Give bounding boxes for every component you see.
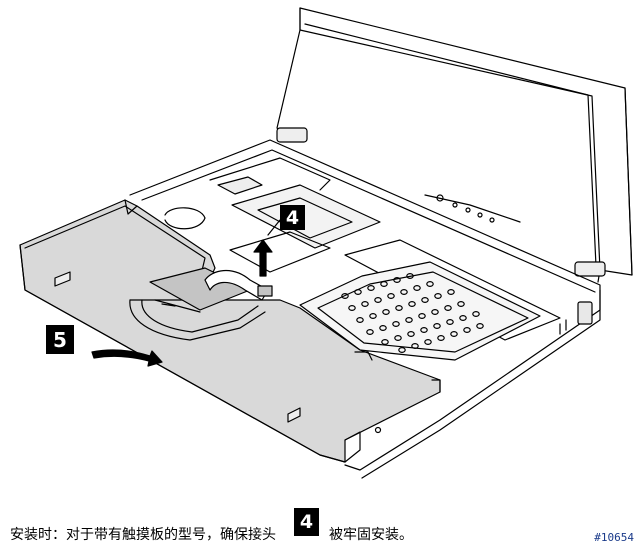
instruction-caption: 安装时：对于带有触摸板的型号，确保接头 4 被牢固安装。 [10, 508, 413, 548]
left-hinge [276, 127, 308, 143]
step-4-leader [267, 219, 281, 236]
right-hinge [574, 261, 606, 277]
touchpad-connector [204, 270, 273, 301]
arrow-up-icon [253, 239, 273, 277]
vent-holes [341, 273, 484, 354]
caption-step-ref-badge: 4 [294, 508, 319, 536]
step-4-badge: 4 [280, 205, 305, 230]
laptop-base [129, 139, 601, 479]
caption-text-before: 安装时：对于带有触摸板的型号，确保接头 [10, 527, 276, 543]
reference-id: #10654 [594, 531, 634, 544]
palm-rest [19, 199, 441, 463]
step-5-badge: 5 [46, 325, 74, 354]
side-ports [559, 301, 593, 335]
caption-text-after: 被牢固安装。 [329, 527, 413, 543]
arrow-curved-left-icon [91, 349, 163, 367]
